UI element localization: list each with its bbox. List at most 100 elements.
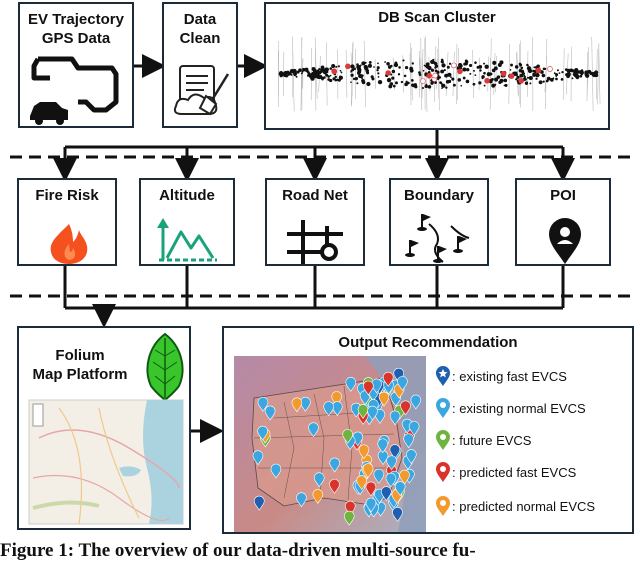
cluster-point xyxy=(560,78,564,81)
map-pin xyxy=(380,486,392,502)
map-pin xyxy=(313,472,325,488)
cluster-point xyxy=(452,83,456,87)
cluster-point xyxy=(405,80,408,83)
cluster-point xyxy=(593,74,597,78)
cluster-point xyxy=(386,77,392,83)
map-pin xyxy=(312,489,324,505)
boundary-title: Boundary xyxy=(403,187,474,204)
cluster-point xyxy=(518,69,523,73)
map-pin xyxy=(394,481,406,497)
map-pin xyxy=(357,404,369,420)
map-pin xyxy=(378,391,390,407)
map-pin xyxy=(253,495,265,511)
map-pin xyxy=(365,497,377,513)
altitude-box: Altitude xyxy=(139,178,235,266)
cluster-point xyxy=(473,69,475,72)
map-pin xyxy=(385,472,397,488)
cluster-point xyxy=(304,67,309,72)
cluster-point xyxy=(538,80,543,85)
cluster-point xyxy=(337,65,340,68)
cluster-point xyxy=(464,59,468,63)
fire-icon xyxy=(50,224,88,264)
cluster-point xyxy=(509,69,512,71)
cluster-center xyxy=(484,77,490,84)
cluster-point xyxy=(368,60,372,64)
map-pin xyxy=(373,469,385,484)
cluster-point xyxy=(359,64,362,67)
cluster-point xyxy=(558,72,561,75)
cluster-point xyxy=(520,66,524,70)
cluster-point xyxy=(434,67,437,69)
cluster-trace-line xyxy=(345,50,348,98)
cluster-point xyxy=(514,65,519,69)
cluster-point xyxy=(436,77,440,81)
map-pin xyxy=(377,438,389,454)
map-pin xyxy=(397,376,408,391)
legend-predicted-normal: : predicted normal EVCS xyxy=(434,494,595,518)
cluster-center xyxy=(547,66,553,72)
cluster-point xyxy=(430,59,435,65)
cluster-point xyxy=(392,84,396,88)
cluster-point xyxy=(492,60,497,65)
cluster-point xyxy=(398,66,401,69)
cluster-point xyxy=(389,82,394,86)
cluster-point xyxy=(358,73,363,79)
cluster-trace-line xyxy=(493,52,496,96)
cluster-point xyxy=(462,67,467,72)
cluster-point xyxy=(463,62,467,66)
map-pin xyxy=(358,444,370,460)
cluster-center xyxy=(451,62,457,69)
cluster-point xyxy=(377,72,380,75)
cluster-point xyxy=(544,67,547,70)
cluster-point xyxy=(326,70,329,74)
cluster-point xyxy=(496,75,501,79)
cluster-point xyxy=(460,67,463,70)
cluster-point xyxy=(523,76,526,79)
cluster-point xyxy=(329,74,332,77)
cluster-plot xyxy=(277,35,601,113)
legend-existing-normal: : existing normal EVCS xyxy=(434,396,586,420)
cluster-point xyxy=(361,74,364,77)
cluster-point xyxy=(409,68,414,73)
map-pin xyxy=(389,444,401,460)
db-scan-cluster-title: DB Scan Cluster xyxy=(378,9,496,26)
cluster-point xyxy=(356,66,359,69)
legend-future-label: : future EVCS xyxy=(452,432,532,448)
cluster-point xyxy=(486,72,491,77)
cluster-point xyxy=(478,81,482,85)
cluster-point xyxy=(376,66,380,70)
cluster-point xyxy=(440,69,445,74)
pin-icon xyxy=(436,496,450,516)
cluster-point xyxy=(483,71,486,75)
cluster-point xyxy=(295,75,298,78)
map-pin xyxy=(344,500,356,516)
altitude-title: Altitude xyxy=(159,187,215,204)
boundary-box: Boundary xyxy=(389,178,489,266)
legend-existing-normal-label: : existing normal EVCS xyxy=(452,400,586,416)
cluster-point xyxy=(555,73,559,77)
road-net-box: Road Net xyxy=(265,178,365,266)
cluster-point xyxy=(354,76,359,81)
cluster-point xyxy=(340,71,343,74)
car-trajectory-icon xyxy=(30,56,119,125)
cluster-point xyxy=(285,75,288,78)
map-pin xyxy=(257,397,269,412)
cluster-trace-line xyxy=(437,49,440,99)
cluster-point xyxy=(404,66,409,70)
cluster-point xyxy=(427,85,431,89)
cluster-point xyxy=(373,66,375,68)
cluster-point xyxy=(361,61,366,66)
map-pin xyxy=(392,507,403,522)
fire-risk-box: Fire Risk xyxy=(17,178,117,266)
cluster-point xyxy=(364,61,367,64)
cluster-point xyxy=(458,63,463,67)
cluster-point xyxy=(541,73,546,78)
cluster-point xyxy=(391,69,396,74)
cluster-point xyxy=(445,86,448,89)
cluster-center xyxy=(500,70,507,77)
cluster-point xyxy=(421,87,425,90)
map-pin xyxy=(389,410,401,426)
cluster-point xyxy=(422,69,425,72)
cluster-trace-line xyxy=(438,37,440,111)
